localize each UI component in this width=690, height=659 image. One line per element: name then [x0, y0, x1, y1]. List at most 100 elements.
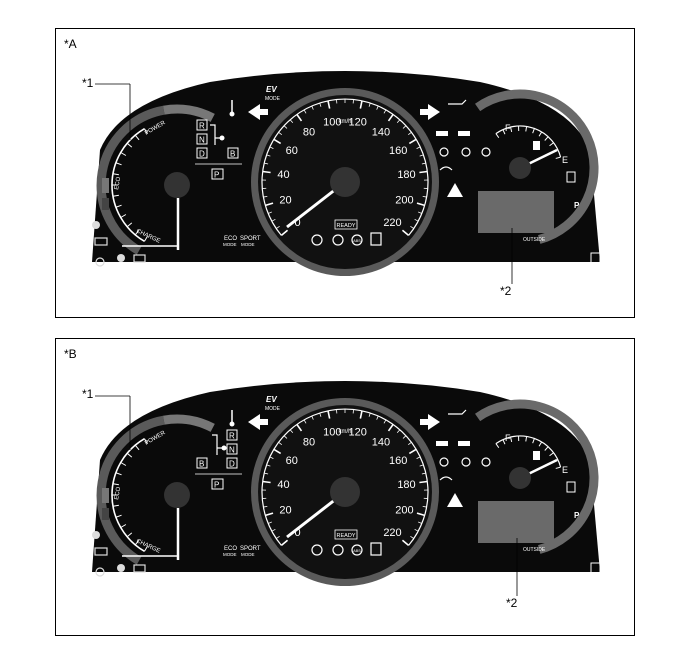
callout-2-b: *2: [506, 596, 518, 610]
outside-temp-label: OUTSIDE: [523, 547, 546, 553]
brake-hold-icon: [311, 234, 323, 246]
gear-box: [196, 133, 208, 145]
speedometer-tick: [263, 505, 268, 508]
ready-label: READY: [337, 223, 356, 229]
callout-1-b: *1: [82, 387, 94, 401]
oil-pressure-icon: [448, 99, 467, 105]
high-beam-icon: [458, 441, 470, 446]
door-open-icon: [590, 562, 601, 574]
speedometer-tick: [422, 195, 427, 198]
fuel-full-label: F: [505, 433, 511, 443]
speedometer-tick: [416, 202, 425, 207]
airbag-icon: [117, 564, 125, 572]
speed-tick-label: 0: [294, 217, 300, 229]
gear-shift-pattern: [212, 434, 222, 455]
speedometer-tick: [417, 521, 422, 524]
speedometer-tick: [278, 441, 282, 445]
speedometer-tick: [266, 154, 271, 157]
eco-label: ECO: [114, 486, 122, 500]
hybrid-gauge-tick: [120, 152, 127, 156]
ev-mode-label-top: EV: [266, 395, 277, 404]
gear-box: [196, 457, 208, 469]
speedometer-tick: [264, 162, 269, 165]
gear-label-r: R: [199, 122, 205, 131]
speedometer-tick: [416, 512, 425, 517]
hybrid-gauge-tick: [115, 514, 122, 518]
hybrid-gauge-tick: [126, 532, 133, 538]
park-label: P: [214, 481, 219, 490]
hybrid-gauge-tick: [134, 539, 140, 546]
park-box: [211, 478, 224, 490]
speedometer-tick: [289, 429, 294, 433]
ev-indicator-icon: [92, 531, 100, 539]
headlight-icon: [436, 441, 448, 446]
gear-shift-knob: [221, 445, 227, 451]
hybrid-gauge-tick: [115, 204, 122, 208]
callout-leaders: [95, 83, 518, 596]
speedometer-tick: [402, 435, 407, 439]
brake-warning-icon: [95, 567, 105, 577]
parking-brake-icon: [332, 544, 344, 556]
speedometer-tick: [283, 435, 288, 439]
speedometer-tick: [408, 131, 412, 135]
hybrid-gauge-indicator: [102, 508, 109, 520]
brake-hold-icon: [311, 544, 323, 556]
speedometer-tick: [387, 423, 394, 432]
gear-label-n: N: [199, 136, 205, 145]
fuel-gauge-tick: [549, 452, 554, 457]
hybrid-gauge-tick: [126, 452, 133, 458]
speedometer-tick: [268, 521, 273, 524]
gear-box: [226, 429, 238, 441]
gear-label-d: D: [199, 150, 205, 159]
hybrid-gauge-tick: [112, 504, 119, 507]
speedometer-tick: [296, 113, 303, 122]
speedometer-tick: [419, 480, 428, 484]
speedometer-tick: [408, 448, 417, 455]
speedometer-tick: [280, 229, 289, 236]
speedometer-tick: [271, 528, 276, 532]
speedometer-tick: [265, 202, 274, 207]
eco-mode-label-bottom: MODE: [223, 242, 237, 247]
speed-tick-label: 40: [277, 479, 289, 491]
headlight-icon: [436, 131, 448, 136]
slip-indicator-icon: [370, 542, 382, 556]
speedometer-tick: [278, 131, 282, 135]
multi-information-display: [478, 191, 554, 233]
gear-shift-pattern: [210, 124, 220, 145]
park-box: [211, 168, 224, 180]
hybrid-gauge-tick: [126, 142, 133, 148]
hybrid-gauge-tick: [126, 222, 133, 228]
speedometer-tick: [422, 505, 427, 508]
speedometer-hub: [330, 167, 360, 197]
gear-box: [227, 147, 239, 159]
hybrid-gauge-tick: [120, 462, 127, 466]
speedometer-tick: [402, 125, 407, 129]
hybrid-gauge-ring-top: [163, 414, 215, 432]
hybrid-gauge-tick: [144, 438, 148, 445]
fuel-gauge-tick: [544, 136, 549, 141]
eco-label: ECO: [114, 176, 122, 190]
master-warning-icon: [447, 493, 463, 507]
cluster-b: POWERECOCHARGEEVMODERNDBPECOMODESPORTMOD…: [92, 381, 601, 586]
battery-icon: [94, 547, 108, 556]
speed-tick-label: 100: [323, 116, 341, 128]
speedometer-tick: [414, 218, 419, 222]
speedometer-tick: [269, 146, 274, 149]
speed-tick-label: 120: [349, 116, 367, 128]
speedometer-tick: [410, 225, 414, 229]
rear-fog-icon: [461, 457, 471, 467]
speedometer-tick: [414, 528, 419, 532]
airbag-icon: [117, 254, 125, 262]
speed-unit-label: km/h: [338, 119, 351, 125]
fuel-empty-label: E: [562, 465, 568, 475]
hybrid-gauge-hub: [164, 172, 190, 198]
parking-lamp-label: P: [574, 511, 580, 520]
hybrid-gauge-tick: [144, 545, 148, 552]
speedometer-tick: [268, 211, 273, 214]
fuel-gauge-tick: [525, 436, 528, 442]
abs-label: ABS: [353, 239, 361, 243]
hybrid-gauge-ring: [96, 105, 165, 255]
ev-mode-label-bottom: MODE: [265, 96, 281, 102]
ready-box: [334, 529, 358, 540]
hybrid-gauge-indicator: [102, 198, 109, 210]
